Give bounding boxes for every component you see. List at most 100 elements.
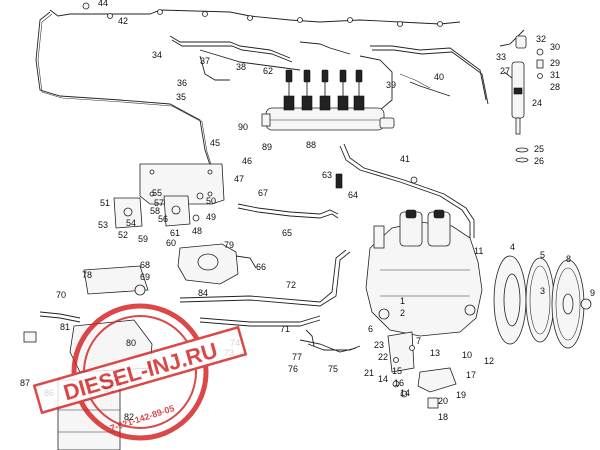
part-label-34: 34 (152, 50, 162, 60)
high-pressure-lines (169, 35, 489, 111)
part-label-33: 33 (496, 52, 506, 62)
part-label-10: 10 (462, 350, 472, 360)
part-label-12: 12 (484, 356, 494, 366)
pump-to-rail-line (335, 143, 475, 238)
part-label-77: 77 (292, 352, 302, 362)
part-label-38: 38 (236, 62, 246, 72)
part-label-69: 69 (140, 272, 150, 282)
part-label-36: 36 (177, 78, 187, 88)
high-pressure-pump-body (365, 209, 483, 337)
part-label-45: 45 (210, 138, 220, 148)
part-label-81: 81 (60, 322, 70, 332)
part-label-25: 25 (534, 144, 544, 154)
part-label-64: 64 (348, 190, 358, 200)
part-label-59: 59 (138, 234, 148, 244)
part-label-11: 11 (474, 246, 483, 256)
part-label-62: 62 (263, 66, 273, 76)
part-label-1: 1 (400, 296, 405, 306)
part-label-47: 47 (234, 174, 244, 184)
part-label-78: 78 (82, 270, 92, 280)
part-label-56: 56 (158, 214, 168, 224)
part-label-29: 29 (550, 58, 560, 68)
part-label-18: 18 (438, 412, 448, 422)
part-label-16: 16 (394, 378, 404, 388)
part-label-61: 61 (170, 228, 180, 238)
part-label-7: 7 (416, 336, 421, 346)
low-pressure-lines (179, 249, 357, 353)
return-line-hose (35, 2, 461, 168)
part-label-6: 6 (368, 324, 373, 334)
part-label-44: 44 (98, 0, 108, 8)
part-label-20: 20 (438, 396, 448, 406)
part-label-66: 66 (256, 262, 266, 272)
part-label-9: 9 (590, 288, 595, 298)
common-rail (261, 95, 395, 131)
part-label-37: 37 (200, 56, 210, 66)
part-label-30: 30 (550, 42, 560, 52)
part-label-58: 58 (150, 206, 160, 216)
part-label-80: 80 (126, 338, 136, 348)
part-label-53: 53 (98, 220, 108, 230)
part-label-14: 14 (400, 388, 410, 398)
part-label-21: 21 (364, 368, 374, 378)
part-label-54: 54 (126, 218, 136, 228)
part-label-63: 63 (322, 170, 332, 180)
part-label-31: 31 (550, 70, 560, 80)
part-label-26: 26 (534, 156, 544, 166)
part-label-70: 70 (56, 290, 66, 300)
part-label-15: 15 (392, 366, 402, 376)
part-label-41: 41 (400, 154, 410, 164)
part-label-2: 2 (400, 308, 405, 318)
part-label-13: 13 (430, 348, 440, 358)
part-label-22: 22 (378, 352, 388, 362)
part-label-51: 51 (100, 198, 110, 208)
part-label-67: 67 (258, 188, 268, 198)
part-label-65: 65 (282, 228, 292, 238)
part-label-87: 87 (20, 378, 30, 388)
part-label-72: 72 (286, 280, 296, 290)
part-label-32: 32 (536, 34, 546, 44)
part-label-79: 79 (224, 240, 234, 250)
filter-heads (113, 192, 204, 229)
part-label-50: 50 (206, 196, 216, 206)
part-label-23: 23 (374, 340, 384, 350)
part-label-82: 82 (124, 412, 134, 422)
injector-assembly (499, 29, 544, 163)
part-label-52: 52 (118, 230, 128, 240)
part-label-89: 89 (262, 142, 272, 152)
part-label-60: 60 (166, 238, 176, 248)
part-label-24: 24 (532, 98, 542, 108)
part-label-42: 42 (118, 16, 128, 26)
lower-brackets (387, 331, 457, 409)
part-label-57: 57 (154, 198, 164, 208)
part-label-71: 71 (280, 324, 290, 334)
part-label-27: 27 (500, 66, 510, 76)
part-label-5: 5 (540, 250, 545, 260)
part-label-3: 3 (540, 286, 545, 296)
part-label-48: 48 (192, 226, 202, 236)
part-label-76: 76 (288, 364, 298, 374)
line-75 (305, 329, 361, 351)
part-label-84: 84 (198, 288, 208, 298)
part-label-35: 35 (176, 92, 186, 102)
part-label-17: 17 (466, 370, 476, 380)
part-label-46: 46 (242, 156, 252, 166)
part-label-4: 4 (510, 242, 515, 252)
part-label-55: 55 (152, 188, 162, 198)
part-label-39: 39 (386, 80, 396, 90)
part-label-14: 14 (378, 374, 388, 384)
part-label-68: 68 (140, 260, 150, 270)
part-label-28: 28 (550, 82, 560, 92)
drive-gear-flange (493, 255, 592, 349)
feed-line-65 (237, 203, 339, 219)
part-label-19: 19 (456, 390, 466, 400)
hand-primer-pump (177, 243, 257, 285)
injector-feed-pipes (285, 69, 363, 96)
part-label-40: 40 (434, 72, 444, 82)
mounting-bracket (139, 163, 225, 205)
part-label-75: 75 (328, 364, 338, 374)
part-label-49: 49 (206, 212, 216, 222)
part-label-90: 90 (238, 122, 248, 132)
part-label-88: 88 (306, 140, 316, 150)
